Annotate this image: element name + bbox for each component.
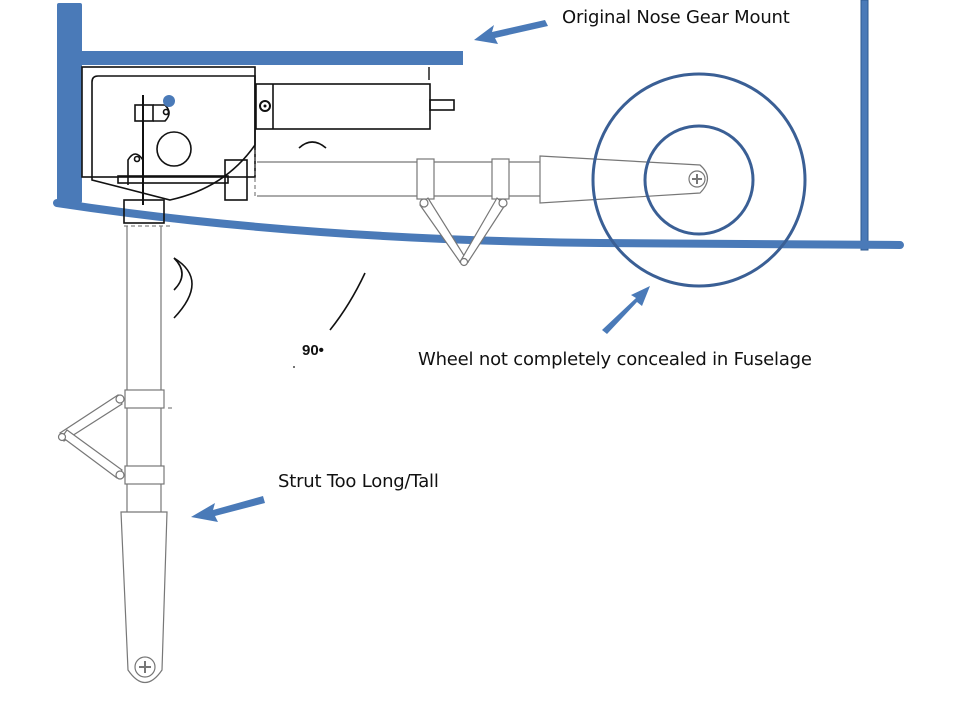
- fuselage-bottom-skin: [53, 199, 904, 249]
- mechanism-hole: [156, 131, 192, 167]
- wheel-arrow: [602, 286, 650, 334]
- clevis: [127, 153, 144, 185]
- wheel-tire: [591, 72, 807, 288]
- bolt-cross: [692, 174, 702, 184]
- horn-pivot: [162, 108, 170, 116]
- annotation-mount: Original Nose Gear Mount: [562, 7, 790, 28]
- strut-socket: [123, 199, 165, 224]
- pivot-highlight-dot: [163, 95, 175, 107]
- retracted-strut: [254, 150, 709, 267]
- link-pin: [459, 257, 469, 267]
- mount-arrow: [474, 20, 548, 44]
- annotation-strut: Strut Too Long/Tall: [278, 471, 439, 492]
- original-mount-plate: [82, 51, 463, 65]
- extended-strut: [57, 225, 193, 684]
- retracted-clamp-1: [416, 158, 435, 200]
- retract-mechanism: [81, 66, 455, 224]
- clevis-pin: [133, 155, 141, 163]
- retracted-link-1: [419, 197, 470, 263]
- swing-arc-inner: [173, 257, 183, 291]
- strut-fork: [120, 511, 168, 684]
- mechanism-plate: [91, 75, 256, 201]
- strut-clamp-upper: [124, 389, 165, 409]
- strut-link-lower: [61, 429, 123, 479]
- link-pin: [498, 198, 508, 208]
- crossbar: [117, 175, 229, 184]
- link-pin: [419, 198, 429, 208]
- bracket: [224, 159, 248, 201]
- air-fitting: [429, 99, 455, 111]
- nut-icon: [259, 100, 271, 112]
- link-pin: [115, 470, 125, 480]
- arrow-icon: [191, 20, 650, 522]
- strut-arrow: [191, 496, 265, 522]
- annotation-wheel: Wheel not completely concealed in Fusela…: [418, 349, 812, 370]
- strut-clamp-lower: [124, 465, 165, 485]
- link-pin: [115, 394, 125, 404]
- angle-dot: [293, 366, 295, 368]
- retracted-link-2: [458, 197, 506, 263]
- angle-label: 90•: [302, 342, 324, 359]
- wheel-icon: [591, 72, 807, 288]
- swing-arc-outer: [173, 257, 193, 319]
- wheel-hub: [643, 124, 755, 236]
- fuselage-bulkhead-left: [57, 3, 82, 203]
- air-cylinder: [255, 83, 431, 130]
- mechanism-housing: [81, 66, 256, 178]
- link-pin: [57, 432, 67, 442]
- arc-mark: [298, 141, 327, 149]
- angle-arc: [329, 272, 366, 331]
- fuselage-bulkhead-right: [860, 0, 869, 251]
- nut-center: [263, 104, 267, 108]
- fuselage-frame: [53, 0, 904, 251]
- retracted-clamp-2: [491, 158, 510, 200]
- bolt-cross: [139, 661, 151, 673]
- retracted-fork: [539, 155, 709, 204]
